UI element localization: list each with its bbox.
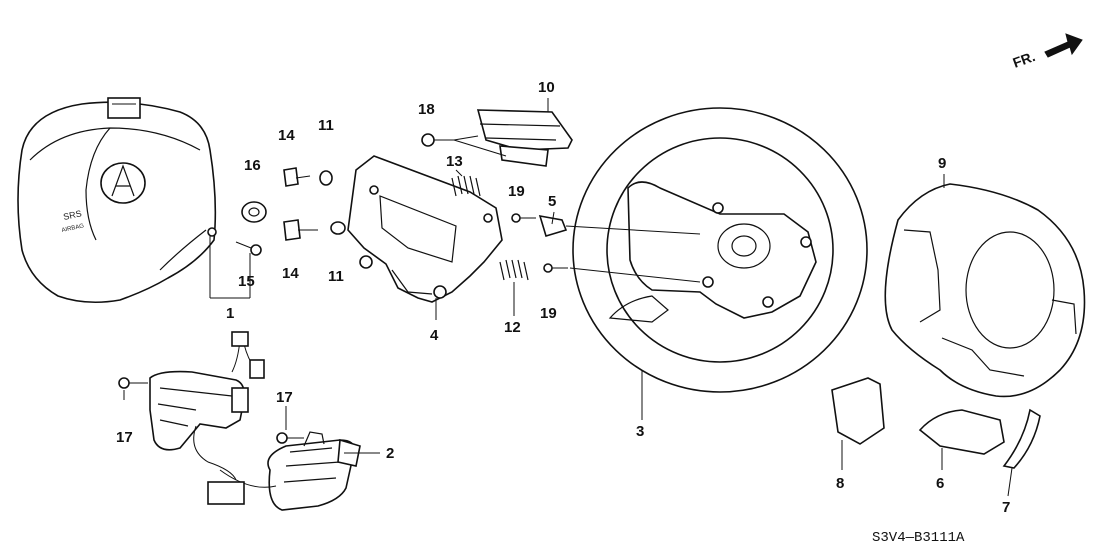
audio-switch: [149, 370, 249, 451]
harness-connector-icon: [207, 481, 245, 505]
callout-14-upper: 14: [278, 127, 295, 144]
callout-16: 16: [244, 157, 261, 174]
callout-4: 4: [430, 327, 439, 344]
callout-1: 1: [226, 305, 234, 322]
callout-11-upper: 11: [318, 117, 334, 134]
callout-17-right: 17: [276, 389, 293, 406]
bracket-frame: [347, 155, 503, 303]
front-direction-label: FR.: [1011, 48, 1038, 71]
callout-17-left: 17: [116, 429, 133, 446]
part-callouts: 1 2 3 4 5 6 7 8 9 10 11 11 12 13 14 14 1…: [116, 79, 1010, 516]
srs-emblem: SRS: [62, 208, 82, 222]
drawing-code: S3V4—B3111A: [872, 530, 965, 546]
rear-cover: [884, 183, 1086, 398]
acura-logo-icon: [100, 162, 146, 204]
airbag-emblem: AIRBAG: [61, 223, 85, 234]
callout-5: 5: [548, 193, 556, 210]
callout-14-lower: 14: [282, 265, 299, 282]
steering-wheel: [572, 107, 868, 393]
lower-cover-right: [1002, 408, 1041, 469]
lower-cover-center: [918, 409, 1005, 455]
horn-switch: [476, 109, 573, 167]
callout-12: 12: [504, 319, 521, 336]
fasteners: [118, 133, 568, 444]
lower-cover-left: [831, 377, 885, 445]
cruise-switch: [267, 431, 361, 511]
callout-18: 18: [418, 101, 435, 118]
callout-9: 9: [938, 155, 946, 172]
callout-6: 6: [936, 475, 944, 492]
callout-3: 3: [636, 423, 644, 440]
wire-harness: [193, 331, 277, 505]
callout-19-lower: 19: [540, 305, 557, 322]
callout-2: 2: [386, 445, 394, 462]
front-direction-indicator: FR.: [1011, 33, 1083, 71]
callout-10: 10: [538, 79, 555, 96]
callout-7: 7: [1002, 499, 1010, 516]
front-arrow-icon: [1044, 33, 1083, 58]
callout-11-lower: 11: [328, 268, 344, 285]
leader-lines: [123, 98, 1013, 497]
callout-8: 8: [836, 475, 844, 492]
airbag-connector-icon: [107, 97, 141, 119]
callout-13: 13: [446, 153, 463, 170]
callout-19-upper: 19: [508, 183, 525, 200]
airbag-module: SRS AIRBAG: [17, 97, 217, 304]
callout-15: 15: [238, 273, 255, 290]
